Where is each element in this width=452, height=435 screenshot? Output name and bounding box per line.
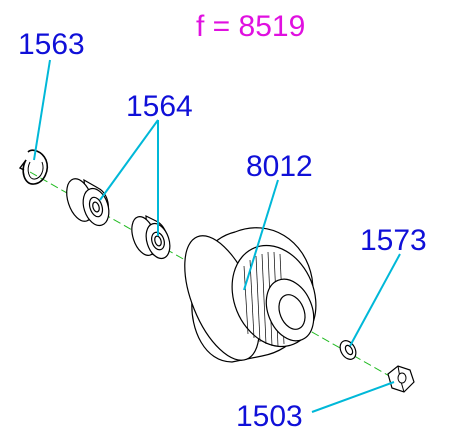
- callout-1573: 1573: [360, 224, 427, 257]
- part-1503-nut: [387, 365, 415, 393]
- callout-8012: 8012: [246, 150, 313, 183]
- part-1573-washer: [339, 340, 357, 360]
- assembly-axis: [29, 171, 401, 383]
- part-8012-roller: [184, 227, 317, 363]
- part-1563-snap-ring: [18, 149, 49, 185]
- callout-1503: 1503: [236, 400, 303, 433]
- part-1564-bearing-right: [131, 215, 171, 260]
- leader-8012: [243, 179, 279, 291]
- callout-1563: 1563: [18, 28, 85, 61]
- formula-label: f = 8519: [196, 10, 305, 43]
- leader-1563: [33, 59, 51, 161]
- callout-1564: 1564: [126, 90, 193, 123]
- leader-1573: [349, 253, 401, 347]
- leader-1564-left: [99, 119, 159, 201]
- leader-lines: [33, 59, 401, 413]
- leader-1503: [311, 381, 395, 413]
- part-1564-bearing-left: [66, 178, 110, 227]
